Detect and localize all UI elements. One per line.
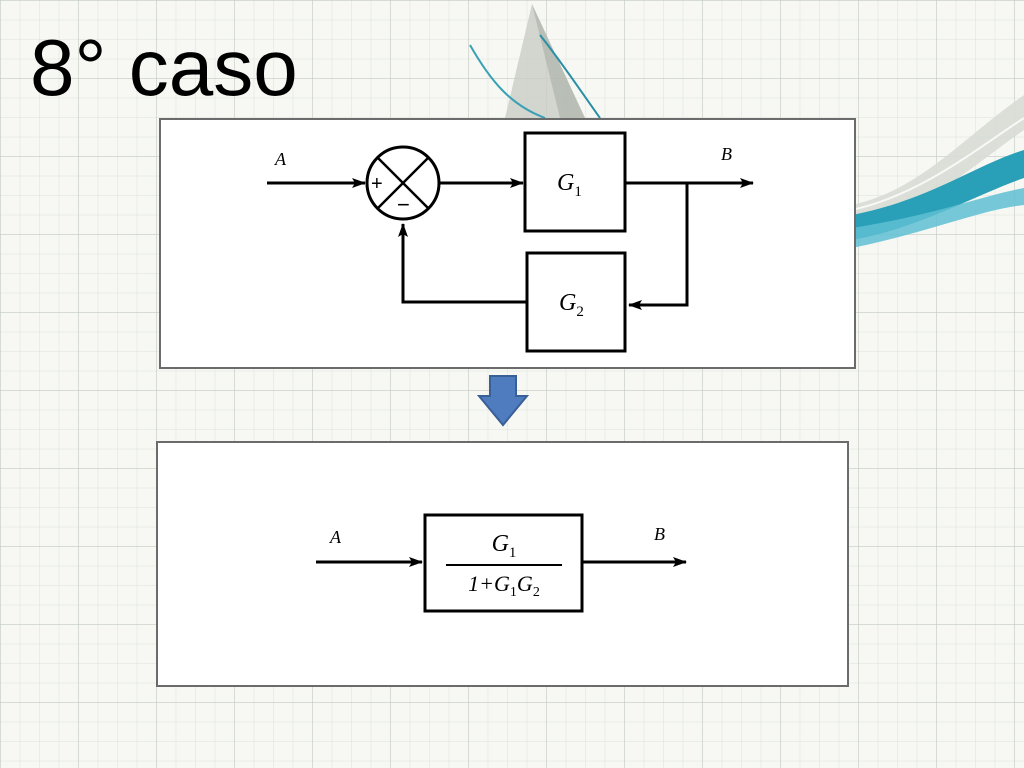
g1-symbol: G	[557, 170, 574, 196]
input-label: A	[274, 149, 287, 169]
svg-text:1+G1G2: 1+G1G2	[468, 571, 540, 600]
denominator-g1-subscript: 1	[510, 585, 517, 600]
original-diagram-canvas: A + − G1 B G2	[267, 131, 754, 353]
denominator-g2-subscript: 2	[533, 585, 540, 600]
denominator-prefix: 1+	[468, 571, 494, 596]
svg-text:G1: G1	[557, 170, 582, 200]
original-block-diagram: A + − G1 B G2	[159, 118, 856, 369]
reduced-output-label: B	[654, 524, 665, 544]
right-wave-decoration	[851, 95, 1024, 248]
summing-junction: + −	[365, 145, 441, 221]
denominator-g2-symbol: G	[517, 571, 533, 596]
summing-minus-sign: −	[397, 192, 410, 217]
g2-subscript: 2	[576, 304, 584, 320]
numerator-symbol: G	[492, 531, 509, 557]
top-cone-decoration	[469, 4, 601, 119]
g1-subscript: 1	[574, 184, 582, 200]
svg-text:G1: G1	[492, 531, 517, 561]
svg-text:G2: G2	[559, 290, 584, 320]
forward-block-g1: G1	[523, 131, 627, 233]
reduced-diagram-canvas: A G1 1+G1G2 B	[316, 513, 687, 613]
reduced-block-diagram: A G1 1+G1G2 B	[156, 441, 849, 687]
numerator-subscript: 1	[509, 545, 517, 561]
summing-plus-sign: +	[371, 173, 383, 195]
slide-title: 8° caso	[30, 23, 298, 112]
feedback-block-g2: G2	[525, 251, 627, 353]
reduced-input-label: A	[329, 527, 342, 547]
g2-symbol: G	[559, 290, 576, 316]
down-arrow-icon	[477, 375, 529, 427]
output-label: B	[721, 144, 732, 164]
equivalent-transfer-block: G1 1+G1G2	[423, 513, 584, 613]
denominator-g1-symbol: G	[494, 571, 510, 596]
feedback-return-line	[398, 223, 527, 304]
feedback-takeoff-line	[628, 183, 689, 310]
